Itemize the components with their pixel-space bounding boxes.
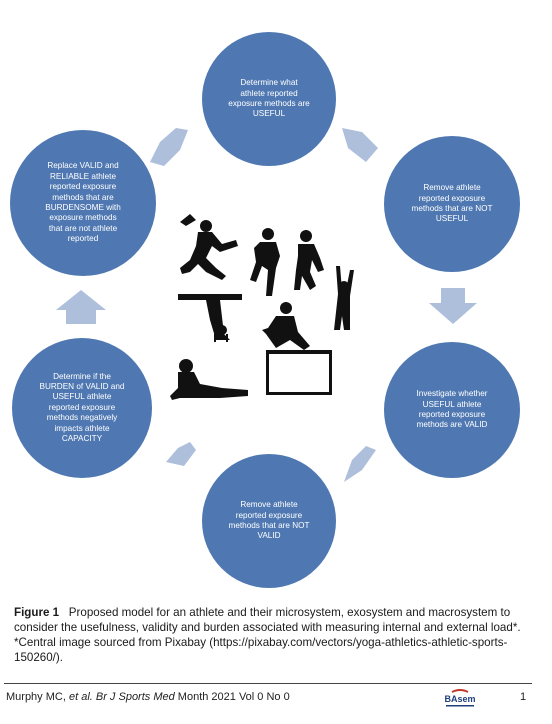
arrow-down-left-icon (344, 446, 376, 482)
node-line: exposure methods (49, 213, 117, 223)
node-line: methods negatively (46, 413, 118, 423)
basem-logo-icon: BAsem (444, 689, 476, 707)
figure-label: Figure 1 (14, 606, 60, 619)
arrow-right-icon (342, 128, 378, 162)
sprinter-silhouette (294, 230, 324, 290)
arrow-up-right-icon (150, 128, 188, 166)
runner-silhouette (250, 228, 280, 296)
footer-journal: et al. Br J Sports Med (68, 691, 175, 703)
jumper-silhouette (180, 214, 238, 280)
footer-issue: Month 2021 Vol 0 No 0 (174, 691, 290, 703)
node-line: Replace VALID and (47, 161, 119, 171)
hurdler-silhouette (262, 302, 332, 395)
node-line: RELIABLE athlete (50, 171, 116, 181)
node-line: Remove athlete (240, 500, 298, 510)
logo-text: BAsem (444, 694, 475, 704)
node-line: CAPACITY (61, 434, 103, 444)
node-line: Investigate whether (416, 389, 488, 399)
handstand-silhouette (178, 294, 242, 342)
arms-raised-silhouette (334, 266, 354, 330)
node-line: reported (67, 234, 99, 244)
node-line: reported exposure (48, 402, 116, 412)
node-line: exposure methods are (228, 99, 310, 108)
node-line: Determine what (240, 78, 298, 88)
node-line: Determine if the (53, 371, 111, 381)
node-line: reported exposure (235, 510, 303, 520)
arrow-up-icon (56, 290, 106, 324)
node-line: methods are VALID (416, 420, 488, 430)
arrow-left-icon (166, 442, 196, 466)
node-line: reported exposure (418, 193, 486, 203)
node-line: reported exposure (49, 182, 117, 192)
athletes-silhouette (170, 214, 354, 400)
node-line: Remove athlete (423, 183, 481, 193)
node-line: athlete reported (240, 88, 298, 98)
node-line: methods that are NOT (411, 204, 493, 213)
node-line: USEFUL athlete (422, 399, 482, 409)
yoga-silhouette (170, 359, 248, 400)
node-line: reported exposure (418, 410, 486, 419)
node-line: BURDENSOME with (45, 203, 121, 212)
node-line: USEFUL (252, 109, 286, 119)
footer-citation: Murphy MC, et al. Br J Sports Med Month … (6, 691, 290, 703)
node-line: USEFUL athlete (52, 392, 112, 402)
figure-caption-text: Proposed model for an athlete and their … (14, 606, 521, 664)
figure-caption: Figure 1 Proposed model for an athlete a… (14, 605, 524, 665)
footer-divider (4, 683, 532, 684)
footer-authors: Murphy MC, (6, 691, 69, 703)
node-line: impacts athlete (54, 423, 110, 433)
cycle-diagram (56, 128, 477, 482)
arrow-down-icon (429, 288, 477, 324)
node-line: VALID (257, 531, 281, 541)
node-line: BURDEN of VALID and (39, 381, 125, 391)
node-line: methods that are (52, 192, 114, 202)
node-line: USEFUL (435, 214, 469, 224)
node-line: methods that are NOT (228, 521, 310, 530)
node-line: that are not athlete (48, 223, 118, 233)
page-number: 1 (520, 691, 527, 703)
